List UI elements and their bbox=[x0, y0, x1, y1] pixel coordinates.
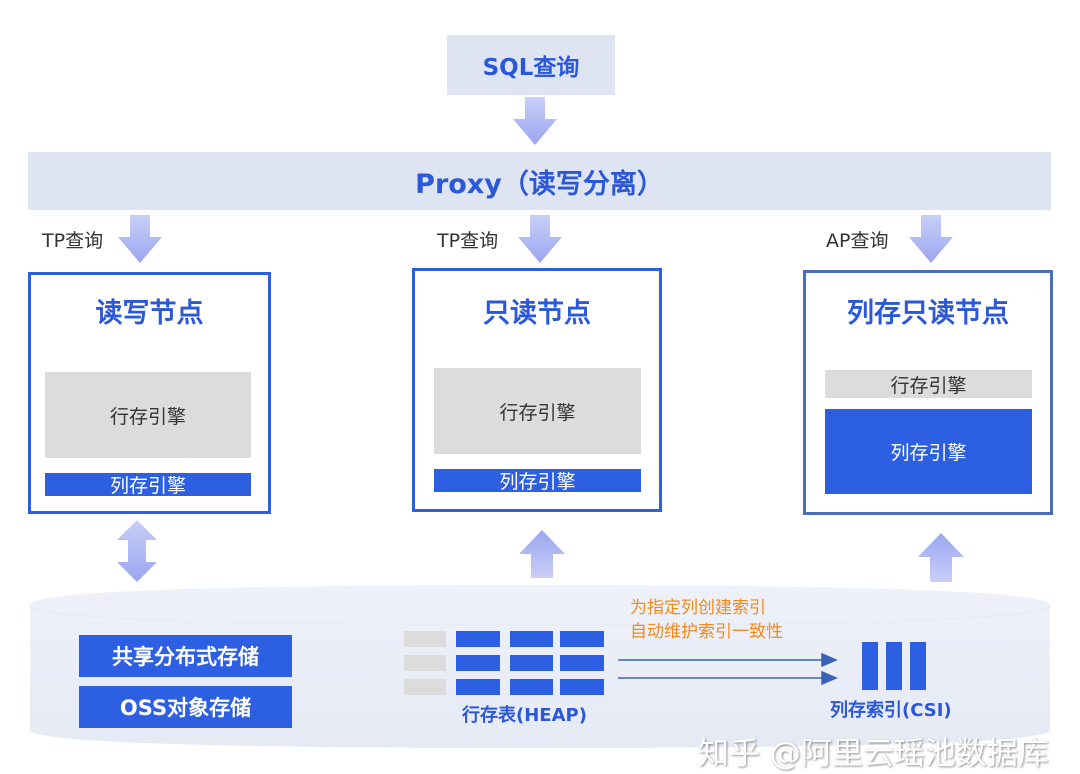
heap-cell bbox=[560, 679, 604, 695]
column-engine: 列存引擎 bbox=[45, 473, 251, 497]
double-arrow-icon bbox=[117, 520, 157, 582]
heap-cell bbox=[510, 679, 553, 695]
row-engine: 行存引擎 bbox=[45, 372, 251, 458]
index-note-line1: 为指定列创建索引 bbox=[630, 598, 766, 618]
query-label: TP查询 bbox=[42, 230, 104, 252]
arrow-up-icon bbox=[918, 533, 964, 582]
heap-cell bbox=[404, 631, 446, 647]
row-engine: 行存引擎 bbox=[434, 368, 641, 454]
heap-cell bbox=[560, 631, 604, 647]
arrow-up-icon bbox=[519, 530, 565, 578]
read-write-node: 读写节点 行存引擎 列存引擎 bbox=[28, 272, 271, 514]
csi-label: 列存索引(CSI) bbox=[830, 700, 952, 721]
watermark: 知乎 @阿里云瑶池数据库 bbox=[698, 736, 1049, 772]
oss-storage: OSS对象存储 bbox=[79, 686, 292, 728]
heap-cell bbox=[404, 655, 446, 671]
node-title: 读写节点 bbox=[95, 298, 204, 329]
shared-storage: 共享分布式存储 bbox=[79, 635, 292, 677]
heap-cell bbox=[456, 655, 500, 671]
heap-cell bbox=[456, 631, 500, 647]
heap-cell bbox=[510, 655, 553, 671]
column-store-read-only-node: 列存只读节点 行存引擎 列存引擎 bbox=[803, 270, 1053, 515]
arrow-down-icon bbox=[518, 215, 562, 263]
node-title: 列存只读节点 bbox=[847, 298, 1009, 329]
column-engine: 列存引擎 bbox=[434, 469, 641, 493]
heap-cell bbox=[510, 631, 553, 647]
heap-cell bbox=[456, 679, 500, 695]
row-engine: 行存引擎 bbox=[825, 370, 1032, 398]
arrow-down-icon bbox=[909, 215, 953, 263]
heap-cell bbox=[560, 655, 604, 671]
node-title: 只读节点 bbox=[483, 298, 591, 329]
csi-bar bbox=[910, 642, 926, 690]
heap-cell bbox=[404, 679, 446, 695]
csi-bar bbox=[886, 642, 902, 690]
heap-label: 行存表(HEAP) bbox=[462, 705, 587, 726]
index-arrows bbox=[618, 652, 838, 686]
sql-query-box: SQL查询 bbox=[447, 35, 615, 95]
query-label: AP查询 bbox=[826, 230, 889, 252]
read-only-node: 只读节点 行存引擎 列存引擎 bbox=[412, 268, 662, 512]
column-engine: 列存引擎 bbox=[825, 409, 1032, 494]
query-label: TP查询 bbox=[437, 230, 499, 252]
csi-bar bbox=[862, 642, 878, 690]
arrow-down-icon bbox=[513, 97, 557, 145]
arrow-down-icon bbox=[118, 215, 162, 263]
proxy-bar: Proxy（读写分离） bbox=[28, 152, 1051, 210]
index-note-line2: 自动维护索引一致性 bbox=[630, 622, 783, 642]
